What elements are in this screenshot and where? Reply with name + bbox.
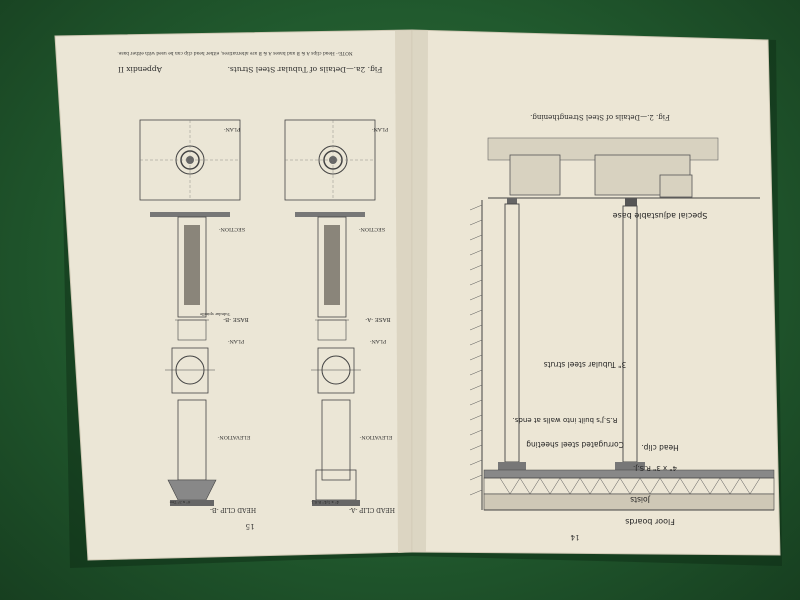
base-label-b: BASE -B-	[223, 316, 249, 322]
right-page-number: 14	[570, 533, 579, 541]
rsj-built-label: R.S.J's built into walls at ends.	[513, 416, 618, 424]
rsj-label: 4" x 3" R.S.J.	[633, 464, 677, 472]
clip-note-b: 6" x 3" Tee	[169, 500, 191, 505]
plan-label-b: PLAN-	[228, 338, 245, 344]
section-label-a: SECTION-	[219, 226, 246, 232]
floor-assembly	[483, 469, 775, 511]
right-caption: Fig. 2.—Details of Steel Strengthening.	[530, 113, 670, 121]
corrugated-label: Corrugated steel sheeting	[526, 440, 624, 449]
plan-label-b-bottom: PLAN-	[372, 126, 389, 132]
left-note: NOTE:- Head clips A & B and bases A & B …	[117, 50, 352, 55]
plan-plate-right	[284, 119, 376, 201]
left-page-number: 15	[246, 522, 255, 530]
plan-label-a: PLAN-	[370, 338, 387, 344]
tubular-spindle-note: Tubular spindle	[199, 312, 230, 317]
left-caption: Fig. 2a.—Details of Tubular Steel Struts…	[228, 65, 383, 74]
head-clip-a-label: HEAD CLIP -A-	[349, 506, 395, 513]
clip-plan-right	[311, 347, 361, 394]
floor-boards-label: Floor boards	[625, 517, 675, 526]
concrete-foundation	[487, 137, 760, 199]
plan-plate-left	[139, 119, 241, 201]
base-spindle-right	[315, 216, 349, 341]
base-spindle-left	[175, 216, 209, 341]
plan-label-a-bottom: PLAN-	[224, 126, 241, 132]
elevation-label-a: ELEVATION-	[359, 434, 392, 440]
strut-right	[615, 198, 645, 470]
left-page: Fig. 2a.—Details of Tubular Steel Struts…	[54, 29, 413, 561]
left-appendix: Appendix II	[118, 65, 163, 74]
joists-label: Joists	[630, 495, 651, 504]
clip-note-a: 4" x 1/4" R.S.J.	[311, 500, 339, 505]
head-clip-label: Head clip.	[641, 443, 678, 452]
section-label-b: SECTION-	[359, 226, 386, 232]
clip-elevation-right	[312, 399, 360, 506]
base-label-a: BASE -A-	[365, 316, 390, 322]
clip-plan-left	[165, 347, 215, 394]
clip-elevation-left	[167, 399, 217, 506]
head-clip-b-label: HEAD CLIP -B-	[210, 506, 256, 513]
elevation-label-b: ELEVATION-	[217, 434, 250, 440]
wall-hatching	[469, 200, 483, 510]
tubular-struts-label: 3" Tubular steel struts	[544, 360, 627, 369]
strut-left	[498, 198, 526, 470]
special-base-label: Special adjustable base	[613, 211, 708, 220]
right-page: Fig. 2.—Details of Steel Strengthening.	[411, 29, 781, 556]
